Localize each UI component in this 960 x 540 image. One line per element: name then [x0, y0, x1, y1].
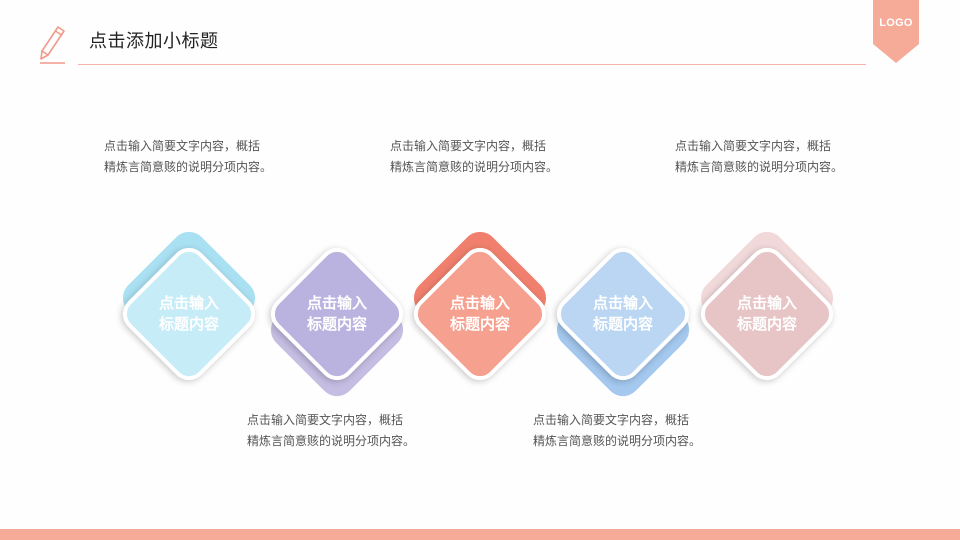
diamond-label-line: 点击输入	[158, 294, 219, 312]
pencil-icon	[38, 24, 68, 66]
diamond-label-line: 点击输入	[449, 294, 510, 312]
description-line: 精炼言简意赅的说明分项内容。	[675, 160, 844, 174]
diamond-label: 点击输入 标题内容	[548, 293, 698, 335]
description-5: 点击输入简要文字内容，概括 精炼言简意赅的说明分项内容。	[675, 136, 875, 178]
description-line: 精炼言简意赅的说明分项内容。	[533, 434, 702, 448]
diamond-item-5[interactable]: 点击输入 标题内容	[692, 224, 842, 389]
diamond-item-2[interactable]: 点击输入 标题内容	[262, 239, 412, 404]
diamond-item-1[interactable]: 点击输入 标题内容	[114, 224, 264, 389]
diamond-item-4[interactable]: 点击输入 标题内容	[548, 239, 698, 404]
description-line: 精炼言简意赅的说明分项内容。	[247, 434, 416, 448]
description-3: 点击输入简要文字内容，概括 精炼言简意赅的说明分项内容。	[390, 136, 590, 178]
footer-bar	[0, 529, 960, 540]
description-line: 点击输入简要文字内容，概括	[104, 139, 261, 153]
page-title: 点击添加小标题	[89, 31, 219, 52]
diamond-label-line: 标题内容	[592, 315, 653, 333]
description-line: 点击输入简要文字内容，概括	[533, 413, 690, 427]
description-2: 点击输入简要文字内容，概括 精炼言简意赅的说明分项内容。	[247, 410, 447, 452]
diamond-label: 点击输入 标题内容	[262, 293, 412, 335]
diamond-label-line: 点击输入	[306, 294, 367, 312]
logo-badge: LOGO	[873, 0, 919, 63]
diamond-label: 点击输入 标题内容	[114, 293, 264, 335]
description-line: 点击输入简要文字内容，概括	[675, 139, 832, 153]
diamond-label-line: 点击输入	[592, 294, 653, 312]
description-line: 点击输入简要文字内容，概括	[390, 139, 547, 153]
description-4: 点击输入简要文字内容，概括 精炼言简意赅的说明分项内容。	[533, 410, 733, 452]
diamond-item-3[interactable]: 点击输入 标题内容	[405, 224, 555, 389]
diamond-label: 点击输入 标题内容	[405, 293, 555, 335]
diamond-label-line: 标题内容	[449, 315, 510, 333]
diamond-label-line: 标题内容	[736, 315, 797, 333]
diamond-label: 点击输入 标题内容	[692, 293, 842, 335]
description-1: 点击输入简要文字内容，概括 精炼言简意赅的说明分项内容。	[104, 136, 304, 178]
description-line: 精炼言简意赅的说明分项内容。	[104, 160, 273, 174]
logo-text: LOGO	[879, 17, 913, 29]
diamond-label-line: 标题内容	[158, 315, 219, 333]
diamond-label-line: 标题内容	[306, 315, 367, 333]
header-divider	[78, 64, 866, 65]
description-line: 精炼言简意赅的说明分项内容。	[390, 160, 559, 174]
diamond-label-line: 点击输入	[736, 294, 797, 312]
description-line: 点击输入简要文字内容，概括	[247, 413, 404, 427]
